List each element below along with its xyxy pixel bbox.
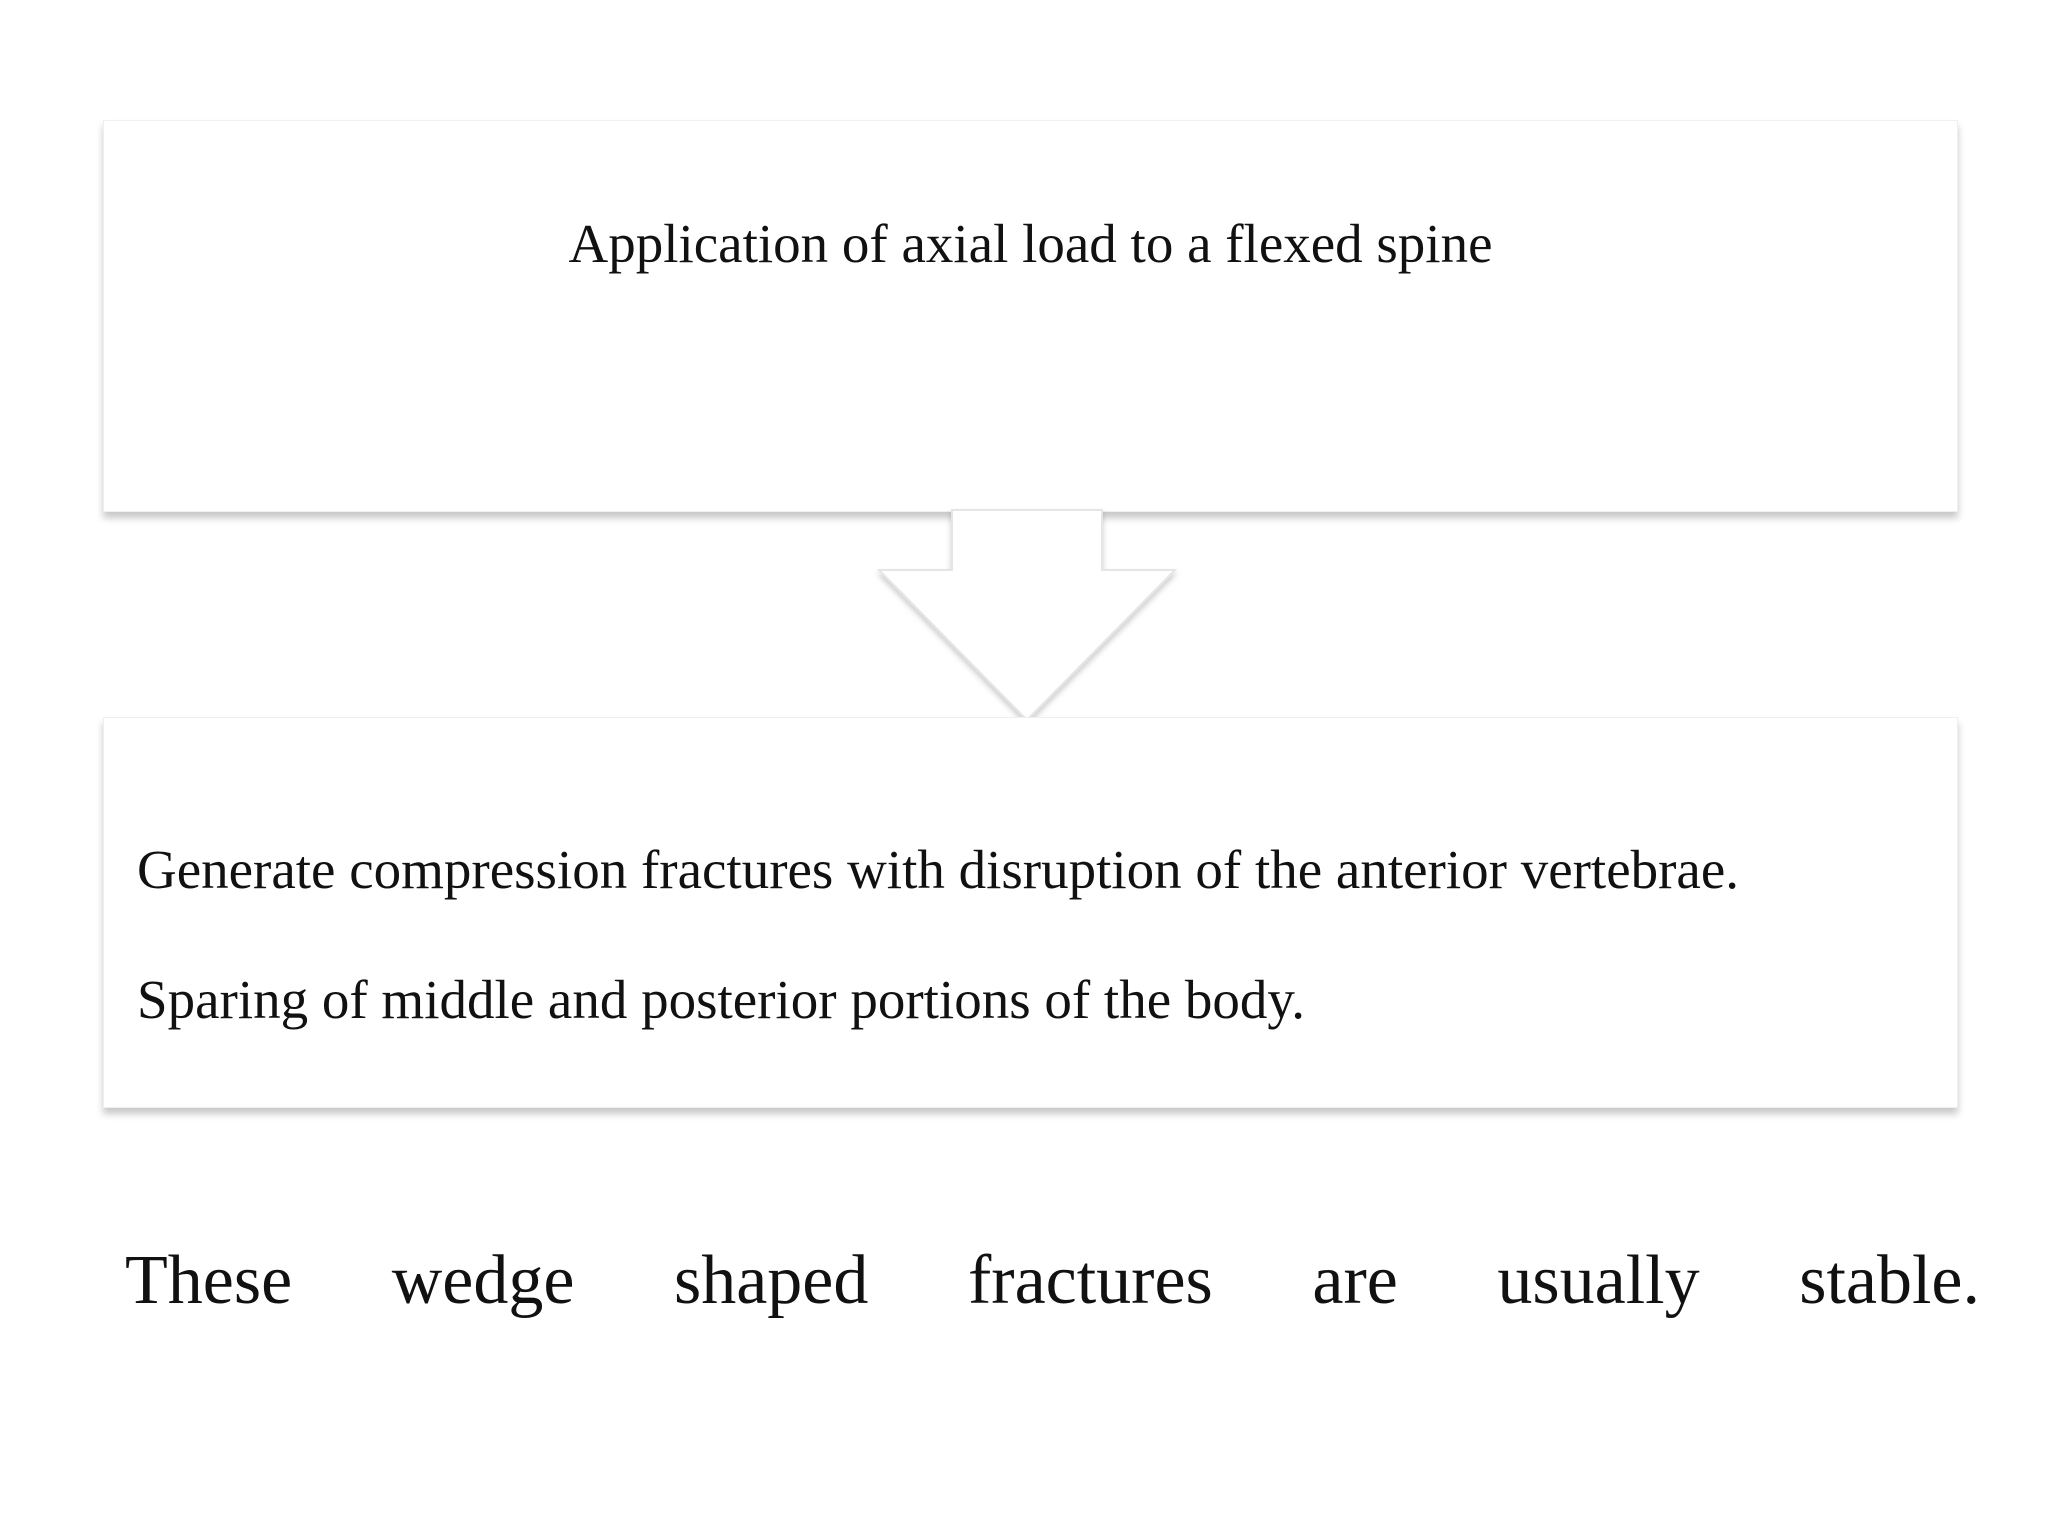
conclusion-word-3: shaped	[674, 1242, 869, 1319]
down-arrow	[876, 509, 1178, 722]
top-box-text: Application of axial load to a flexed sp…	[568, 212, 1493, 274]
conclusion-word-5: are	[1312, 1242, 1398, 1319]
conclusion-word-2: wedge	[391, 1242, 575, 1319]
bottom-box: Generate compression fractures with disr…	[103, 717, 1958, 1108]
conclusion-text: These wedge shaped fractures are usually…	[125, 1242, 1980, 1319]
conclusion-word-7: stable.	[1799, 1242, 1980, 1319]
conclusion-word-1: These	[125, 1242, 293, 1319]
bottom-box-line-1: Generate compression fractures with disr…	[137, 839, 1740, 900]
top-box: Application of axial load to a flexed sp…	[103, 120, 1958, 512]
down-arrow-shape	[876, 509, 1178, 722]
bottom-box-line-2: Sparing of middle and posterior portions…	[137, 969, 1306, 1030]
conclusion-word-4: fractures	[967, 1242, 1213, 1319]
conclusion-word-6: usually	[1497, 1242, 1700, 1319]
